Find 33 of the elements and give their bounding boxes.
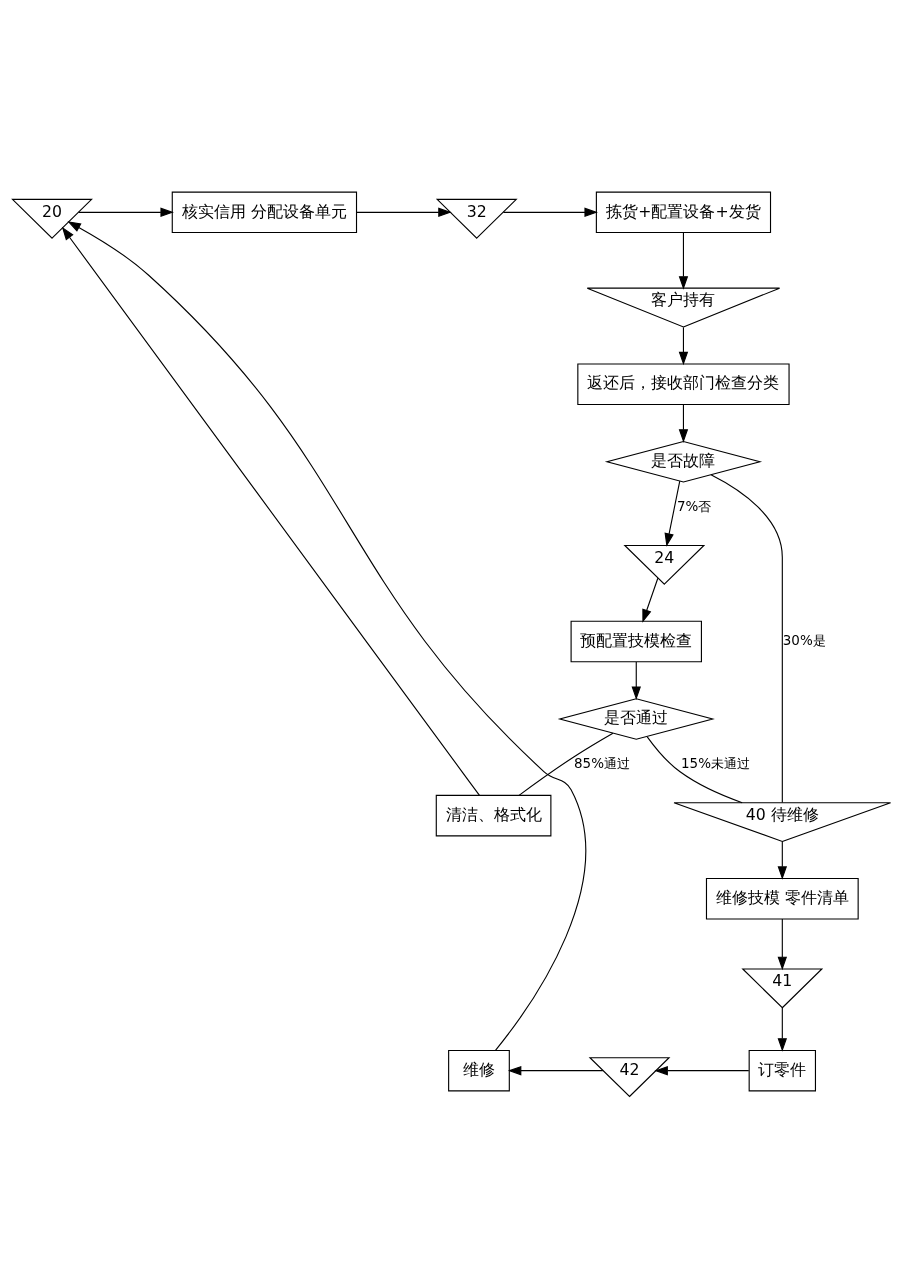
arrow xyxy=(678,326,689,366)
node-box: 维修技模 零件清单 xyxy=(705,878,859,920)
node-box: 返还后，接收部门检查分类 xyxy=(577,363,790,405)
node-diamond: 是否通过 xyxy=(557,698,715,740)
arrow xyxy=(678,404,689,443)
edge-label: 15%未通过 xyxy=(681,755,750,771)
node-box: 订零件 xyxy=(748,1049,816,1092)
node-box: 拣货+配置设备+发货 xyxy=(595,191,772,234)
arrow xyxy=(654,1065,750,1076)
edge-label: 85%通过 xyxy=(574,755,630,771)
node-diamond: 是否故障 xyxy=(604,440,763,483)
arrow xyxy=(356,207,452,218)
arrow xyxy=(67,221,586,1051)
arrow xyxy=(642,577,659,623)
arrow xyxy=(777,1007,788,1052)
arrow xyxy=(678,232,689,290)
arrow xyxy=(502,207,598,218)
edge-label: 30%是 xyxy=(782,631,826,648)
node-box: 预配置技模检查 xyxy=(570,620,702,663)
node-box: 清洁、格式化 xyxy=(435,794,552,837)
node-box: 核实信用 分配设备单元 xyxy=(171,191,358,234)
connector xyxy=(646,736,743,804)
arrow xyxy=(777,841,788,880)
arrow xyxy=(61,226,481,796)
node-box: 维修 xyxy=(448,1049,510,1092)
arrow xyxy=(631,661,641,700)
arrow xyxy=(507,1065,604,1076)
connector xyxy=(710,474,783,804)
arrow xyxy=(78,207,174,218)
arrow xyxy=(664,480,681,547)
edge-label: 7%否 xyxy=(676,497,712,514)
connector xyxy=(518,732,614,796)
arrow xyxy=(777,918,788,971)
